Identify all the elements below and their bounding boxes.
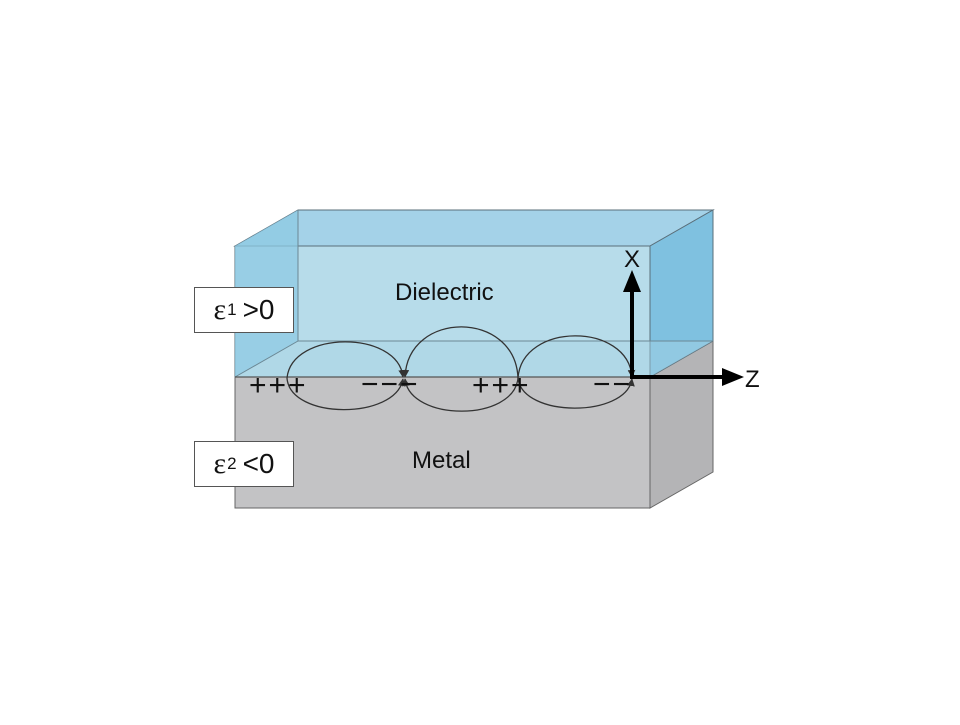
- field-arc-lower-1: [286, 377, 406, 411]
- epsilon1-subscript: 1: [227, 300, 237, 319]
- epsilon1-symbol: ε: [213, 293, 227, 326]
- epsilon2-symbol: ε: [213, 447, 227, 480]
- epsilon1-relation: >0: [242, 294, 275, 325]
- charge-plus-group-2: +++: [472, 369, 531, 402]
- field-arc-lower-3: [517, 377, 635, 409]
- charge-plus-group-1: +++: [249, 369, 308, 402]
- charge-minus-group-1: −−−: [361, 368, 420, 401]
- field-arc-upper-3: [517, 335, 636, 379]
- epsilon2-relation: <0: [242, 448, 275, 479]
- dielectric-label: Dielectric: [395, 279, 494, 306]
- field-arc-upper-1: [286, 341, 407, 379]
- field-arc-upper-2: [401, 326, 519, 379]
- left-interface-edge: [234, 340, 299, 378]
- z-axis-arrowhead: [722, 368, 744, 386]
- interface-plane: [235, 341, 713, 377]
- charge-minus-group-2: −−: [593, 368, 632, 401]
- metal-label: Metal: [412, 447, 471, 474]
- dielectric-top-face: [233, 209, 715, 247]
- field-arc-lower-2: [401, 377, 519, 412]
- x-axis-label: X: [624, 246, 640, 273]
- z-axis-label: Z: [745, 366, 760, 393]
- epsilon2-subscript: 2: [227, 454, 237, 473]
- x-axis-arrowhead: [623, 270, 641, 292]
